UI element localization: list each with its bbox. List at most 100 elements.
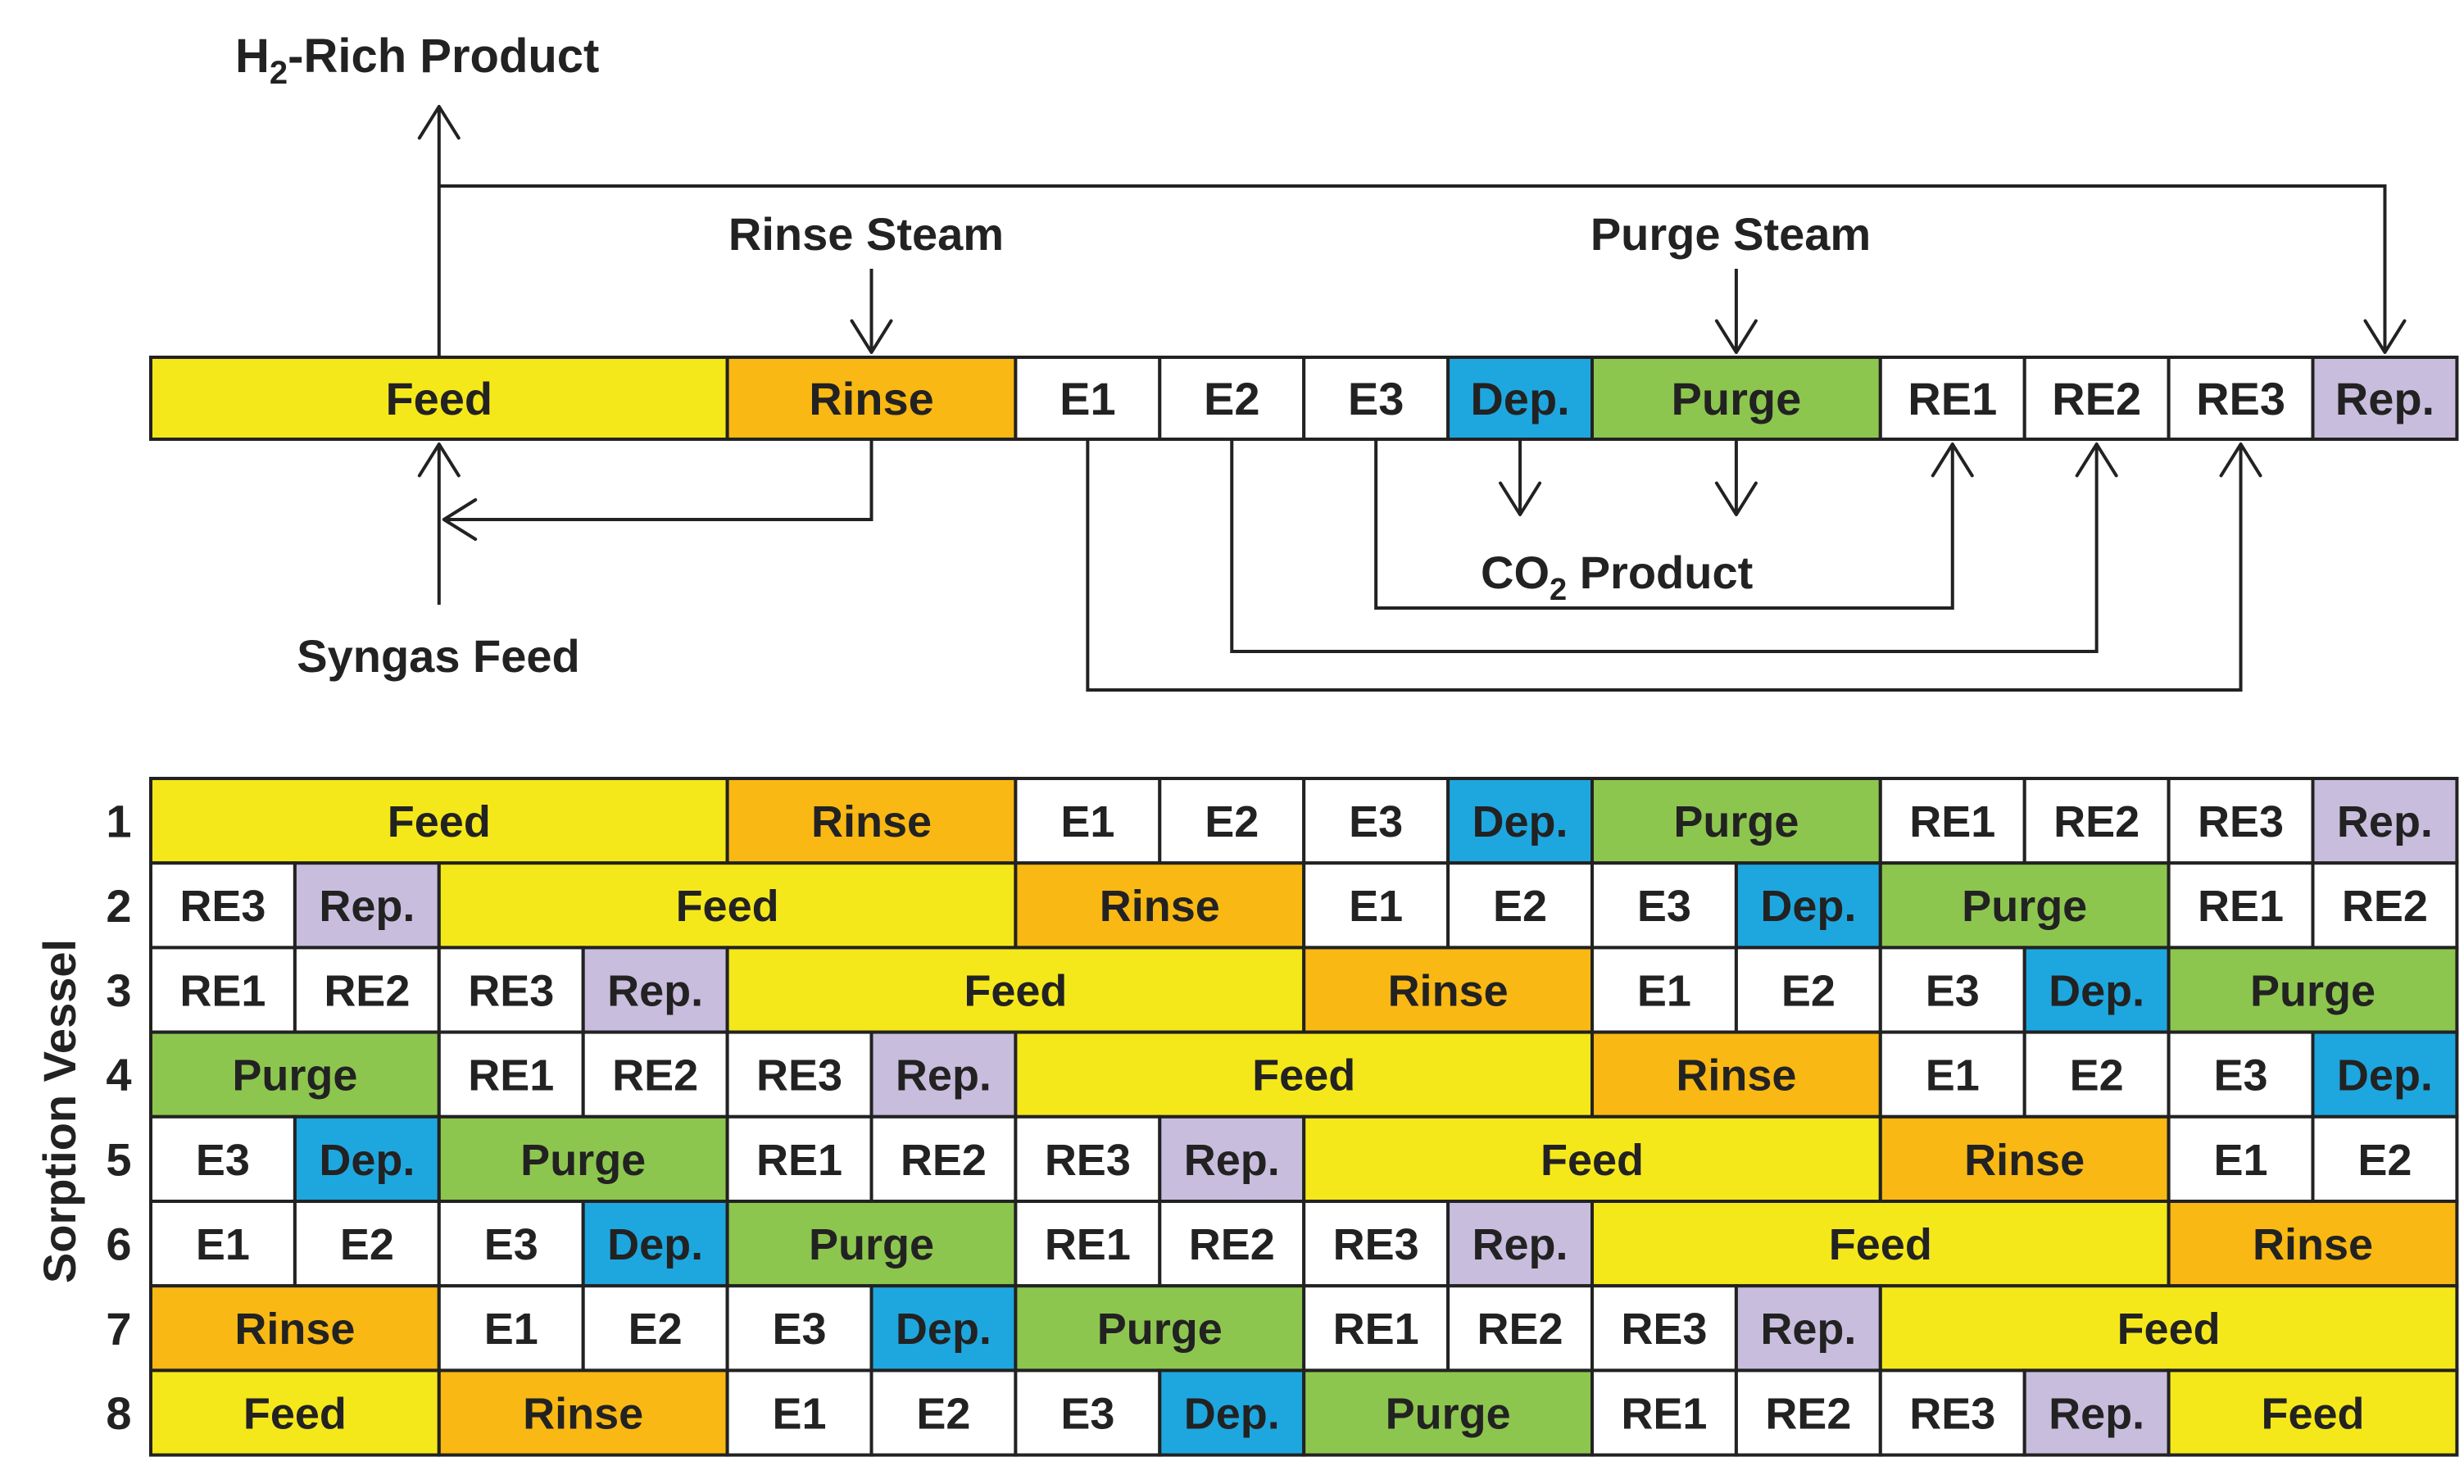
vessel-2-step-re1-9: RE1 [2167,861,2315,950]
vessel-8-step-re3-9-label: RE3 [1909,1389,1995,1438]
vessel-4-step-re1-1: RE1 [437,1030,585,1119]
vessel-1-step-e2-3-label: E2 [1205,797,1259,846]
equalization-e3-re1-line [1374,439,1954,610]
vessel-8-step-re3-9: RE3 [1878,1368,2026,1457]
cycle-step-dep-5-rect [1446,356,1594,441]
vessel-8-step-e1-2: E1 [725,1368,874,1457]
vessel-8-step-feed-0-label: Feed [243,1389,347,1438]
vessel-6-step-re2-6-label: RE2 [1189,1220,1275,1269]
vessel-1-step-e3-4: E3 [1302,777,1450,865]
vessel-1-step-feed-0-label: Feed [388,797,491,846]
vessel-3-step-e1-6-label: E1 [1637,966,1691,1015]
vessel-4-step-dep-10-rect [2311,1030,2459,1119]
vessel-1-step-re2-8: RE2 [2022,777,2171,865]
vessel-8-step-re2-8-rect [1734,1368,1882,1457]
vessel-3-step-e2-7: E2 [1734,946,1882,1034]
vessel-7-step-re3-8: RE3 [1590,1284,1738,1373]
cycle-step-rep-10-label: Rep. [2335,373,2435,424]
vessel-2-step-rep-1-label: Rep. [319,882,415,931]
vessel-1-step-rinse-1-label: Rinse [811,797,932,846]
vessel-4-step-purge-0-label: Purge [232,1051,357,1101]
vessel-2-step-purge-8-label: Purge [1962,882,2087,931]
vessel-5-step-re1-3: RE1 [725,1114,874,1204]
vessel-2-step-dep-7-rect [1734,861,1882,950]
vessel-5-step-e3-0: E3 [149,1114,297,1204]
vessel-8-step-e3-4-rect [1014,1368,1162,1457]
equalization-re3-arrow-head [2219,442,2262,478]
vessel-8-step-purge-6-label: Purge [1386,1389,1511,1438]
vessel-1-step-feed-0: Feed [149,777,729,865]
vessel-3-step-re2-1: RE2 [293,946,441,1034]
vessel-1-step-rinse-1: Rinse [725,777,1018,865]
vessel-4-step-re3-3: RE3 [725,1030,874,1119]
purge-outlet-arrow-head [1714,481,1758,516]
h2-rich-product-label: H2-Rich Product [235,29,599,91]
vessel-6-step-e3-2-rect [437,1200,585,1288]
vessel-2-step-e3-6-label: E3 [1637,882,1691,931]
rinse-recycle-arrow-head [442,498,478,541]
vessel-8-step-re1-7-rect [1590,1368,1738,1457]
vessel-1-step-purge-6-label: Purge [1673,797,1799,846]
vessel-3-step-rep-3: Rep. [581,946,729,1034]
vessel-7-step-feed-10-label: Feed [2117,1305,2221,1354]
vessel-7-step-re1-6: RE1 [1302,1284,1450,1373]
syngas-feed-label: Syngas Feed [297,630,579,682]
flow-lines [417,105,2407,692]
depressurization-outlet-arrow-head [1499,481,1542,516]
vessel-7-step-re2-7: RE2 [1446,1284,1594,1373]
vessel-1-step-feed-0-rect [149,777,729,865]
vessel-2-step-dep-7: Dep. [1734,861,1882,950]
vessel-1-step-rinse-1-rect [725,777,1018,865]
vessel-8-step-re1-7: RE1 [1590,1368,1738,1457]
vessel-7-step-rinse-0: Rinse [149,1284,441,1373]
vessel-8-step-feed-11-label: Feed [2261,1389,2364,1438]
vessel-6-step-re1-5-label: RE1 [1045,1220,1131,1269]
cycle-step-rinse-1-rect [725,356,1018,441]
vessel-6-step-re1-5: RE1 [1014,1200,1162,1288]
vessel-7-step-e1-1-label: E1 [484,1305,538,1354]
vessel-4-step-re3-3-label: RE3 [756,1051,842,1101]
vessel-6-step-dep-3: Dep. [581,1200,729,1288]
vessel-7-step-rep-9: Rep. [1734,1284,1882,1373]
vessel-6-step-feed-9: Feed [1590,1200,2171,1288]
vessel-8-step-feed-0: Feed [149,1368,441,1457]
vessel-number-4: 4 [106,1049,131,1101]
vessel-6-step-purge-4: Purge [725,1200,1018,1288]
cycle-step-e2-3-label: E2 [1204,373,1260,424]
vessel-5-step-purge-2: Purge [437,1114,729,1204]
cycle-step-re1-7-rect [1878,356,2026,441]
cycle-step-purge-6: Purge [1590,356,1882,441]
vessel-8-step-rinse-1-label: Rinse [523,1389,643,1438]
vessel-7-step-e3-3: E3 [725,1284,874,1373]
vessel-5-step-re2-4: RE2 [869,1114,1018,1204]
vessel-1-step-re1-7-label: RE1 [1909,797,1995,846]
vessel-5-step-dep-1-label: Dep. [319,1136,415,1185]
vessel-6-step-dep-3-label: Dep. [607,1220,703,1269]
vessel-1-step-dep-5-label: Dep. [1473,797,1568,846]
vessel-4-step-rinse-6-label: Rinse [1676,1051,1796,1101]
vessel-3-step-re2-1-label: RE2 [324,966,410,1015]
vessel-2-step-feed-2-rect [437,861,1018,950]
vessel-5-step-rinse-8-label: Rinse [1964,1136,2085,1185]
rinse-steam-label: Rinse Steam [728,208,1004,260]
vessel-7-step-e3-3-label: E3 [773,1305,827,1354]
sorption-vessel-axis-label: Sorption Vessel [34,939,85,1283]
vessel-number-7: 7 [106,1303,131,1355]
vessel-3-step-e3-8-rect [1878,946,2026,1034]
cycle-step-e3-4: E3 [1302,356,1450,441]
equalization-re1-arrow-head [1931,442,1974,478]
vessel-5-step-re3-5-rect [1014,1114,1162,1204]
vessel-1-step-re3-9: RE3 [2167,777,2315,865]
vessel-6-step-purge-4-label: Purge [809,1220,934,1269]
vessel-8-step-re2-8: RE2 [1734,1368,1882,1457]
vessel-4-step-dep-10: Dep. [2311,1030,2459,1119]
vessel-8-step-dep-5: Dep. [1158,1368,1306,1457]
vessel-3-step-re1-0: RE1 [149,946,297,1034]
vessel-5-step-re2-4-rect [869,1114,1018,1204]
